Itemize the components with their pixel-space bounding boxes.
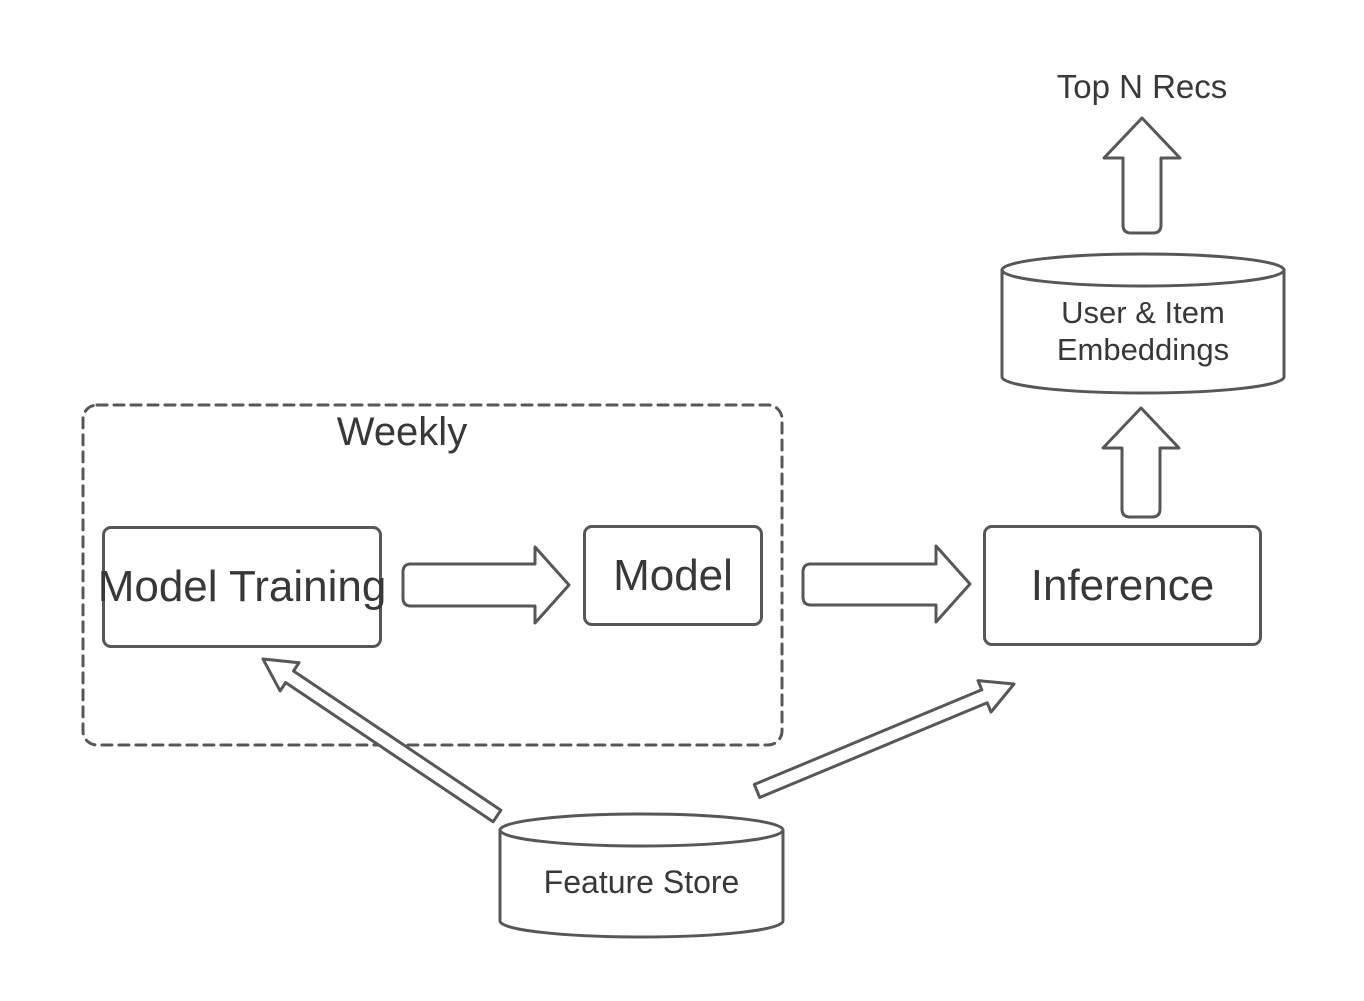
- arrow-feature-store-to-inference: [754, 681, 1014, 798]
- node-inference-label: Inference: [1030, 560, 1215, 610]
- embeddings-label-line2: Embeddings: [1056, 332, 1230, 367]
- node-model-training-label: Model Training: [97, 562, 387, 611]
- arrow-feature-store-to-training: [263, 659, 501, 822]
- arrow-model-to-inference: [803, 546, 970, 622]
- node-feature-store-label: Feature Store: [543, 864, 740, 900]
- node-user-item-embeddings-label: User & Item Embeddings: [1002, 294, 1284, 368]
- arrow-inference-to-embeddings: [1103, 408, 1179, 517]
- top-n-recs-label: Top N Recs: [1056, 68, 1228, 105]
- arrow-training-to-model: [403, 547, 569, 623]
- user-item-embeddings-cylinder-lip: [1002, 270, 1284, 286]
- node-inference: Inference: [983, 525, 1262, 646]
- node-model-label: Model: [613, 550, 733, 600]
- arrow-embeddings-to-top-n-recs: [1104, 118, 1180, 233]
- weekly-group-border: [83, 405, 782, 745]
- feature-store-cylinder-lip: [500, 830, 783, 846]
- node-model-training: Model Training: [98, 526, 386, 648]
- weekly-group-label: Weekly: [336, 410, 468, 454]
- embeddings-label-line1: User & Item: [1061, 295, 1225, 330]
- user-item-embeddings-cylinder: [1002, 254, 1284, 393]
- node-model: Model: [583, 525, 763, 626]
